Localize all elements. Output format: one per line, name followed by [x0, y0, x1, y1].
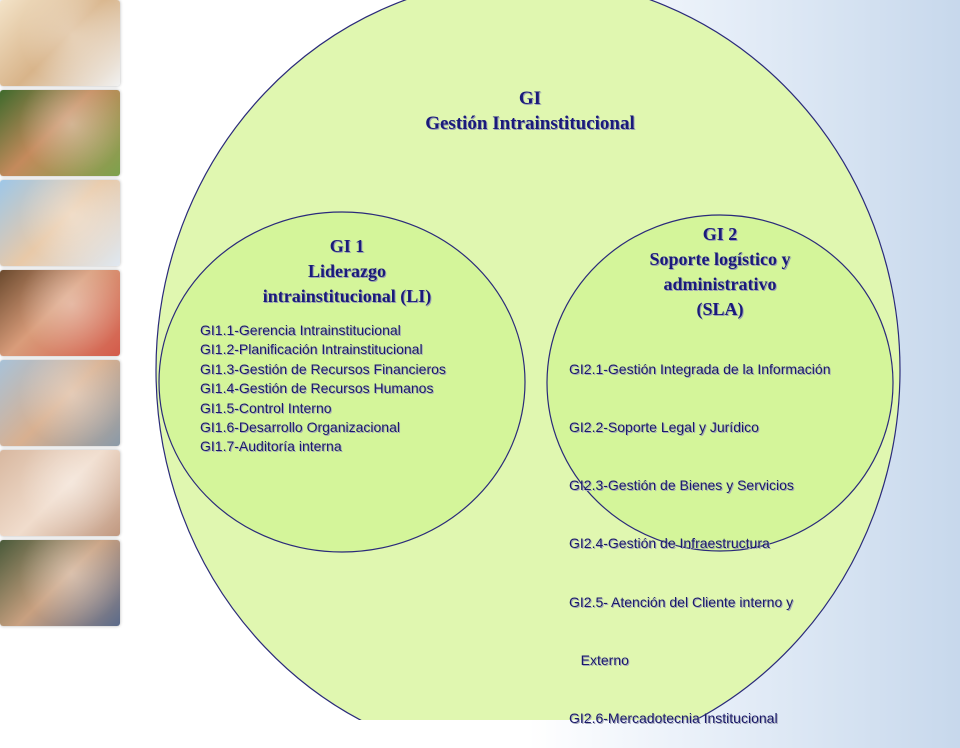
- father-son-photo-icon: [0, 540, 120, 626]
- left-item-list: GI1.1-Gerencia Intrainstitucional GI1.2-…: [200, 321, 446, 457]
- list-item: GI1.2-Planificación Intrainstitucional: [200, 341, 423, 358]
- right-name-line2: administrativo: [663, 274, 777, 294]
- right-title: GI 2 Soporte logístico y administrativo …: [590, 222, 850, 322]
- outer-title: GI Gestión Intrainstitucional: [380, 86, 680, 136]
- list-item: GI2.2-Soporte Legal y Jurídico: [569, 419, 759, 436]
- children-photo-icon: [0, 90, 120, 176]
- list-item: GI1.7-Auditoría interna: [200, 438, 342, 455]
- family-photo-icon: [0, 0, 120, 86]
- right-name-line3: (SLA): [696, 299, 744, 319]
- list-item: Externo: [569, 651, 629, 668]
- woman-eating-photo-icon: [0, 270, 120, 356]
- mother-baby-photo-icon: [0, 450, 120, 536]
- outer-code: GI: [518, 88, 542, 109]
- right-name-line1: Soporte logístico y: [649, 249, 791, 269]
- list-item: GI1.3-Gestión de Recursos Financieros: [200, 360, 446, 377]
- list-item: GI2.6-Mercadotecnia Institucional: [569, 710, 778, 727]
- couple-photo-icon: [0, 180, 120, 266]
- list-item: GI2.3-Gestión de Bienes y Servicios: [569, 477, 794, 494]
- right-circle: [546, 214, 894, 552]
- list-item: GI1.1-Gerencia Intrainstitucional: [200, 322, 401, 338]
- right-code: GI 2: [702, 224, 738, 244]
- list-item: GI2.1-Gestión Integrada de la Informació…: [569, 360, 831, 377]
- right-item-list: GI2.1-Gestión Integrada de la Informació…: [569, 321, 830, 748]
- list-item: GI2.5- Atención del Cliente interno y: [569, 593, 794, 610]
- left-code: GI 1: [329, 236, 365, 256]
- venn-diagram: [155, 0, 901, 720]
- outer-name: Gestión Intrainstitucional: [425, 113, 635, 134]
- left-name-line1: Liderazgo: [308, 261, 386, 281]
- list-item: GI1.4-Gestión de Recursos Humanos: [200, 380, 434, 397]
- left-name-line2: intrainstitucional (LI): [262, 286, 432, 306]
- photo-strip: [0, 0, 128, 720]
- left-title: GI 1 Liderazgo intrainstitucional (LI): [222, 234, 472, 309]
- strip-fade: [120, 0, 150, 720]
- family-group-photo-icon: [0, 360, 120, 446]
- list-item: GI1.5-Control Interno: [200, 399, 332, 416]
- left-circle: [158, 211, 526, 553]
- list-item: GI2.4-Gestión de Infraestructura: [569, 535, 770, 552]
- list-item: GI1.6-Desarrollo Organizacional: [200, 419, 400, 436]
